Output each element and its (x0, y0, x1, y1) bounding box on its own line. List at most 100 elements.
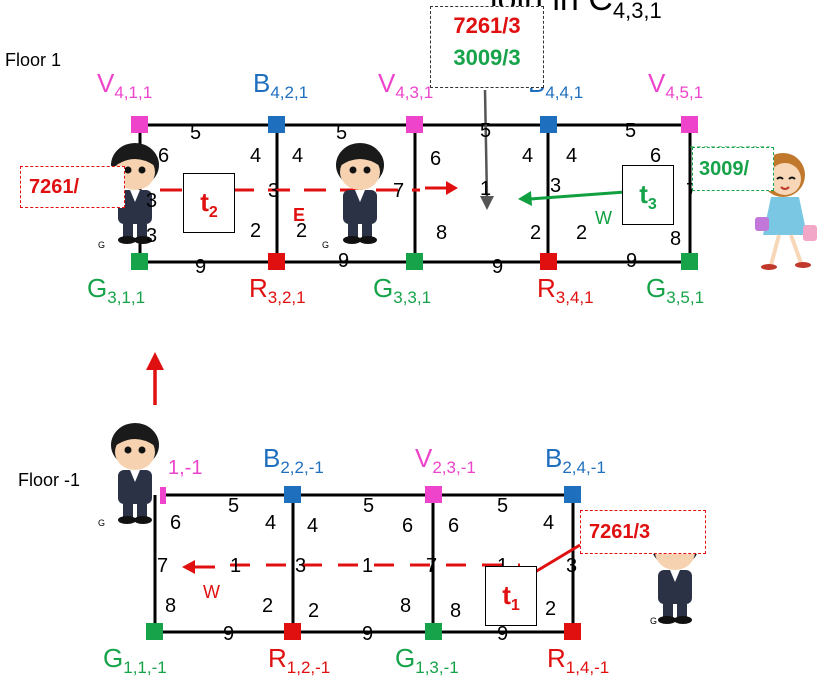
small-mark: G (98, 518, 106, 528)
label-r341: R3,4,1 (537, 273, 594, 307)
label-g13: G1,3,-1 (395, 643, 459, 677)
label-b24: B2,4,-1 (545, 443, 606, 477)
bottom-floor-edges (153, 493, 575, 634)
weight: 6 (650, 145, 662, 167)
weight: 4 (292, 145, 304, 167)
node-g331 (406, 253, 423, 270)
node-g311 (131, 253, 148, 270)
weight: 6 (158, 145, 170, 167)
weight: 9 (338, 250, 350, 272)
weight: 5 (336, 122, 348, 144)
boy-figure-top-middle (336, 143, 384, 244)
small-mark: G (322, 240, 330, 250)
weight: 4 (543, 512, 555, 534)
task-box-t3: t3 (622, 165, 674, 225)
green-west-arrow (529, 190, 626, 201)
weight: 3 (295, 555, 307, 577)
weight: 2 (530, 222, 542, 244)
weight: 9 (195, 256, 207, 278)
weight: 8 (165, 595, 177, 617)
bottom-tag-arrow (529, 543, 581, 577)
weight: 2 (308, 600, 320, 622)
label-v451: V4,5,1 (648, 68, 704, 102)
weight: 2 (296, 220, 308, 242)
node-b24 (564, 486, 581, 503)
weight: 4 (566, 145, 578, 167)
weight: 5 (497, 495, 509, 517)
small-mark: G (650, 616, 658, 626)
weight: 8 (400, 595, 412, 617)
node-r321 (268, 253, 285, 270)
weight: 5 (480, 120, 492, 142)
label-v23: V2,3,-1 (415, 443, 476, 477)
weight: 4 (522, 145, 534, 167)
weight: 5 (625, 120, 637, 142)
label-g311: G3,1,1 (87, 273, 146, 307)
weight: 7 (426, 555, 438, 577)
label-b22: B2,2,-1 (263, 443, 324, 477)
node-r12 (284, 623, 301, 640)
weight: 1 (362, 555, 374, 577)
weight: 2 (262, 595, 274, 617)
node-v21 (160, 487, 166, 504)
green-west-arrow-head (518, 191, 532, 206)
west-arrow-head (182, 560, 195, 574)
weight: 2 (250, 220, 262, 242)
node-v451 (681, 116, 698, 133)
label-v21: 1,-1 (168, 457, 203, 479)
task-box-t2: t2 (183, 173, 235, 233)
label-v411: V4,1,1 (97, 68, 153, 102)
weight: 1 (230, 555, 242, 577)
node-g13 (425, 623, 442, 640)
weight: 9 (492, 256, 504, 278)
query-tag-right: 3009/ (692, 147, 774, 191)
weight: 6 (430, 148, 442, 170)
weight: 9 (223, 623, 235, 645)
grey-down-arrow-head (480, 196, 494, 210)
label-b421: B4,2,1 (253, 68, 309, 102)
weight: 5 (363, 495, 375, 517)
direction-west-bottom: W (203, 582, 220, 602)
weight: 6 (402, 515, 414, 537)
weight: 9 (362, 623, 374, 645)
weight: 2 (576, 222, 588, 244)
small-mark: G (98, 240, 106, 250)
weight: 9 (626, 250, 638, 272)
node-r341 (540, 253, 557, 270)
weight: 4 (250, 145, 262, 167)
weight: 8 (670, 228, 682, 250)
node-r14 (564, 623, 581, 640)
label-v431: V4,3,1 (378, 68, 434, 102)
weight: 3 (550, 175, 562, 197)
node-b421 (268, 116, 285, 133)
floor-label-top: Floor 1 (5, 50, 62, 70)
weight: 3 (268, 180, 280, 202)
label-g351: G3,5,1 (646, 273, 705, 307)
weight: 3 (566, 555, 578, 577)
title-subscript: 4,3,1 (612, 0, 662, 23)
floor-label-bottom: Floor -1 (18, 470, 81, 490)
weight: 4 (265, 512, 277, 534)
direction-west-top: W (595, 208, 612, 228)
label-g11: G1,1,-1 (103, 643, 167, 677)
weight: 7 (393, 180, 405, 202)
label-g331: G3,3,1 (373, 273, 432, 307)
weight: 3 (146, 190, 158, 212)
node-v431 (406, 116, 423, 133)
floor-transfer-arrow-head (146, 352, 164, 370)
weight: 9 (497, 623, 509, 645)
query-top-line1: 7261/3 (453, 13, 521, 38)
weight: 5 (228, 495, 240, 517)
label-r321: R3,2,1 (249, 273, 306, 307)
weight: 7 (157, 555, 169, 577)
node-v411 (131, 116, 148, 133)
weight: 2 (545, 598, 557, 620)
weight: 5 (190, 122, 202, 144)
direction-east: E (293, 205, 306, 225)
grey-down-arrow (483, 89, 489, 201)
weight: 8 (436, 222, 448, 244)
node-b441 (540, 116, 557, 133)
node-g11 (146, 623, 163, 640)
query-tag-left: 7261/ (20, 166, 125, 208)
task-box-t1: t1 (485, 566, 537, 626)
